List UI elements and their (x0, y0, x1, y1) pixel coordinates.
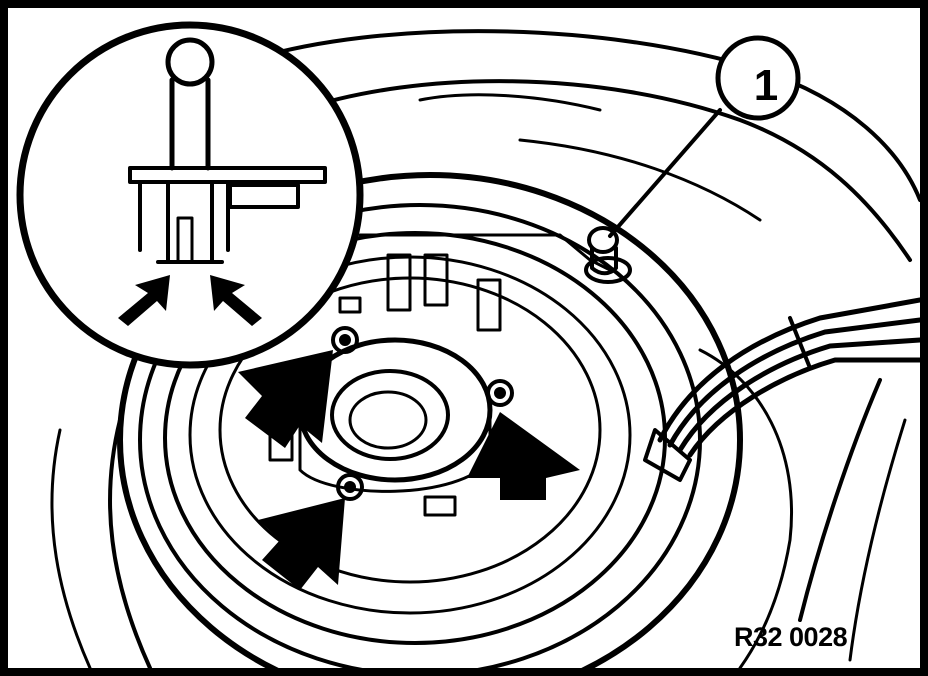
arrow-upper-left (238, 350, 333, 448)
reference-code: R32 0028 (734, 622, 848, 652)
clock-spring-illustration (16, 21, 920, 668)
arrow-lower (258, 498, 345, 590)
screw-arrows (238, 350, 580, 590)
inset-arrows (118, 275, 262, 326)
callout-number-1: 1 (753, 61, 779, 110)
callout-circle (715, 35, 801, 121)
locating-pin (584, 226, 632, 284)
retaining-screws (331, 326, 514, 501)
callout-leader-line (608, 108, 722, 238)
wiring-harness (643, 297, 920, 482)
detail-inset (16, 21, 364, 369)
ring-slots (268, 233, 612, 517)
arrow-right (467, 412, 580, 500)
column-housing (50, 29, 920, 668)
